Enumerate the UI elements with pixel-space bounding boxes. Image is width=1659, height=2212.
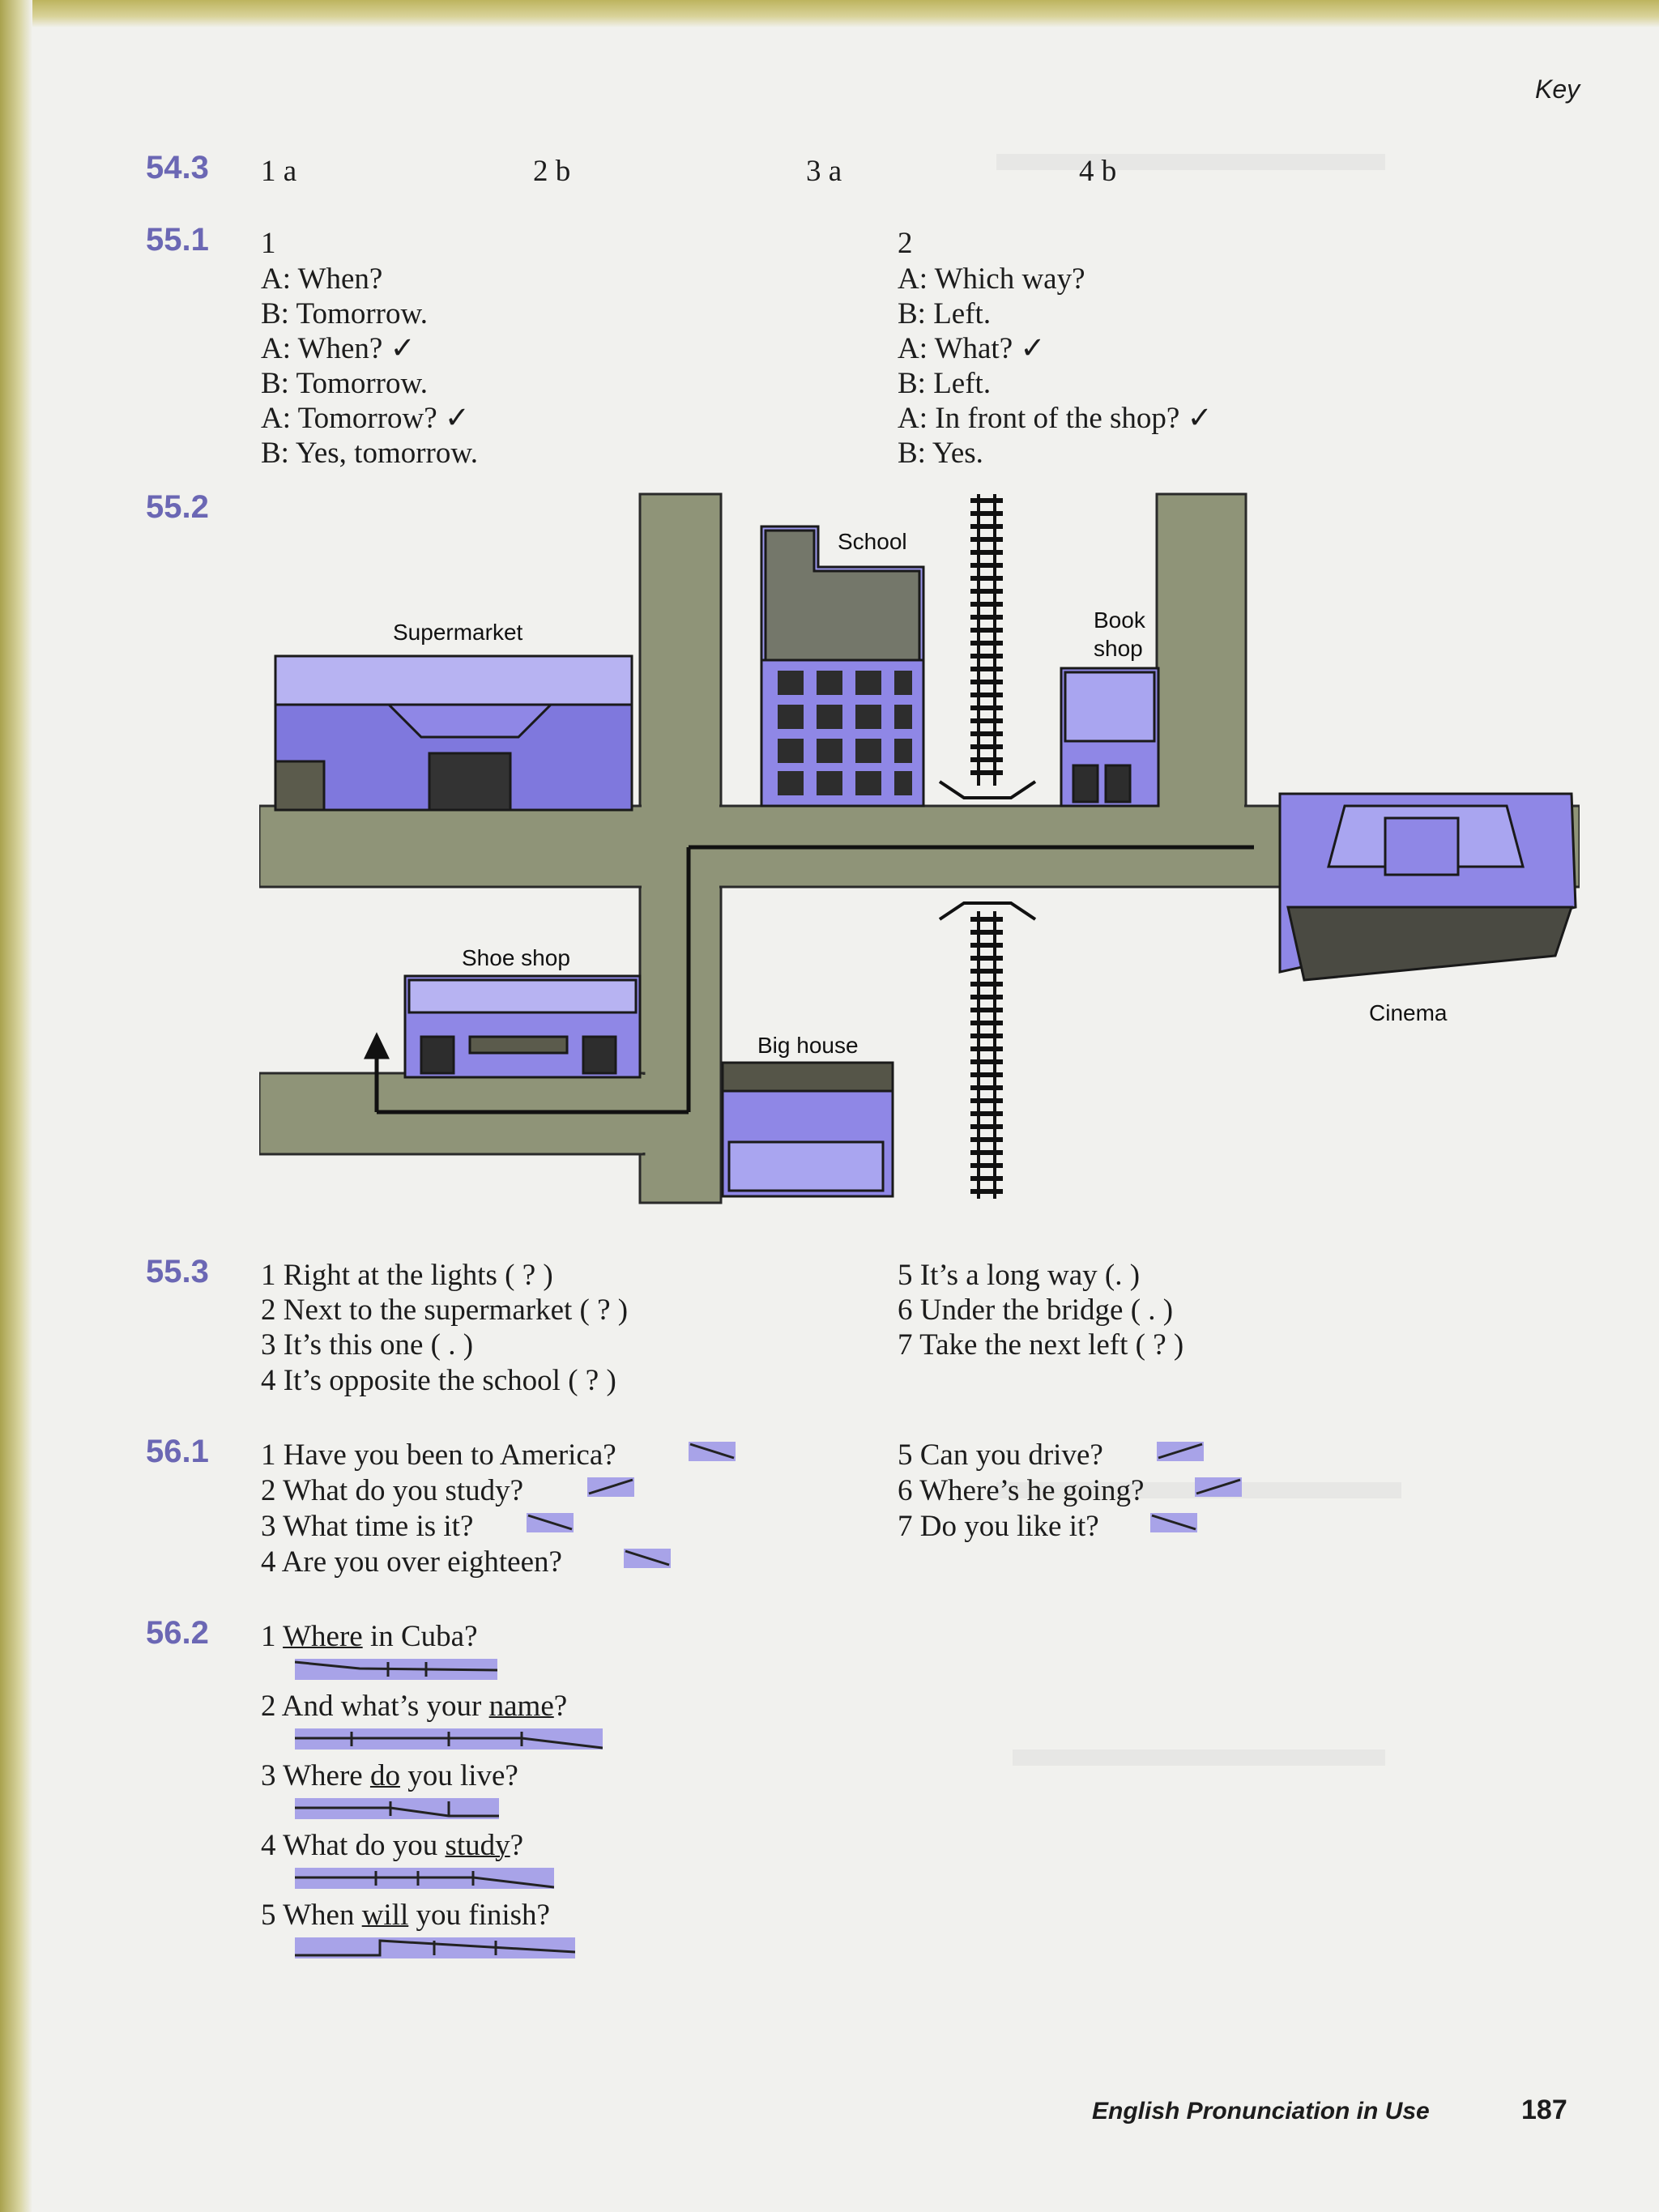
intonation-bar: [295, 1728, 603, 1750]
school-label: School: [838, 529, 907, 554]
intonation-bar: [295, 1868, 554, 1889]
intonation-bar: [295, 1659, 497, 1680]
answer-55-3-item: 7 Take the next left ( ? ): [898, 1328, 1184, 1362]
section-number-54-3: 54.3: [146, 150, 209, 185]
book-shop-building: [1060, 667, 1160, 808]
cinema-building: [1278, 792, 1577, 982]
route-arrow: [364, 845, 1254, 1115]
dialogue-2-line: B: Left.: [898, 297, 992, 330]
dialogue-2-line: A: In front of the shop? ✓: [898, 402, 1213, 435]
dialogue-1-line: A: Tomorrow? ✓: [261, 402, 470, 435]
supermarket-building: [274, 654, 633, 812]
book-shop-label-line1: Book: [1094, 607, 1146, 633]
road-joins: [633, 802, 1244, 1153]
bridge-marks: [938, 780, 1037, 921]
section-number-55-2: 55.2: [146, 489, 209, 525]
answer-55-3-item: 6 Under the bridge ( . ): [898, 1294, 1174, 1327]
page-left-edge: [0, 0, 32, 2212]
rising-tone-icon: [1195, 1477, 1242, 1497]
falling-tone-icon: [624, 1549, 671, 1568]
section-number-55-3: 55.3: [146, 1254, 209, 1289]
dialogue-2-line: A: Which way?: [898, 262, 1085, 296]
answer-54-3-4: 4 b: [1079, 155, 1117, 188]
dialogue-1-line: B: Tomorrow.: [261, 297, 429, 330]
big-house-building: [721, 1061, 894, 1198]
big-house-label: Big house: [757, 1033, 859, 1058]
page-number: 187: [1521, 2095, 1567, 2125]
dialogue-2-line: B: Left.: [898, 367, 992, 400]
answer-55-3-item: 3 It’s this one ( . ): [261, 1328, 474, 1362]
falling-tone-icon: [1150, 1513, 1197, 1532]
answer-56-1-item: 5 Can you drive?: [898, 1438, 1103, 1472]
dialogue-1-line: A: When? ✓: [261, 332, 416, 365]
answer-56-1-item: 2 What do you study?: [261, 1474, 524, 1507]
answer-56-2-item: 4 What do you study?: [261, 1829, 524, 1862]
rising-tone-icon: [587, 1477, 634, 1497]
answer-56-1-item: 6 Where’s he going?: [898, 1474, 1145, 1507]
answer-55-3-item: 2 Next to the supermarket ( ? ): [261, 1294, 629, 1327]
page-top-edge: [0, 0, 1659, 28]
answer-54-3-2: 2 b: [533, 155, 571, 188]
intonation-bar: [295, 1937, 575, 1958]
supermarket-label: Supermarket: [393, 620, 523, 645]
shoe-shop-building: [403, 974, 642, 1079]
answer-56-2-item: 2 And what’s your name?: [261, 1690, 568, 1723]
railway-north: [977, 494, 996, 786]
school-building: [760, 525, 925, 808]
rising-tone-icon: [1157, 1442, 1204, 1461]
key-header: Key: [1535, 75, 1580, 104]
answer-54-3-1: 1 a: [261, 155, 297, 188]
answer-55-3-item: 5 It’s a long way (. ): [898, 1259, 1141, 1292]
answer-55-3-item: 1 Right at the lights ( ? ): [261, 1259, 553, 1292]
answer-56-1-item: 1 Have you been to America?: [261, 1438, 616, 1472]
dialogue-1-number: 1: [261, 227, 276, 260]
answer-54-3-3: 3 a: [806, 155, 842, 188]
answer-56-2-item: 3 Where do you live?: [261, 1759, 518, 1792]
dialogue-1-line: B: Yes, tomorrow.: [261, 437, 478, 470]
dialogue-2-number: 2: [898, 227, 913, 260]
section-number-56-1: 56.1: [146, 1434, 209, 1469]
book-title: English Pronunciation in Use: [1092, 2098, 1430, 2125]
street-map: School Book shop Supermarket Cinema Shoe…: [259, 492, 1580, 1204]
cinema-label: Cinema: [1369, 1000, 1448, 1025]
dialogue-2-line: B: Yes.: [898, 437, 983, 470]
section-number-56-2: 56.2: [146, 1615, 209, 1651]
dialogue-1-line: B: Tomorrow.: [261, 367, 429, 400]
answer-56-2-item: 1 Where in Cuba?: [261, 1620, 478, 1653]
answer-56-1-item: 3 What time is it?: [261, 1510, 474, 1543]
falling-tone-icon: [527, 1513, 574, 1532]
intonation-bar: [295, 1798, 499, 1819]
shoe-shop-label: Shoe shop: [462, 945, 570, 970]
book-shop-label-line2: shop: [1094, 636, 1143, 661]
dialogue-2-line: A: What? ✓: [898, 332, 1046, 365]
answer-55-3-item: 4 It’s opposite the school ( ? ): [261, 1364, 616, 1397]
answer-56-1-item: 7 Do you like it?: [898, 1510, 1099, 1543]
railway-south: [977, 911, 996, 1199]
falling-tone-icon: [689, 1442, 736, 1461]
answer-56-2-item: 5 When will you finish?: [261, 1899, 550, 1932]
answer-56-1-item: 4 Are you over eighteen?: [261, 1545, 562, 1579]
dialogue-1-line: A: When?: [261, 262, 383, 296]
section-number-55-1: 55.1: [146, 222, 209, 258]
